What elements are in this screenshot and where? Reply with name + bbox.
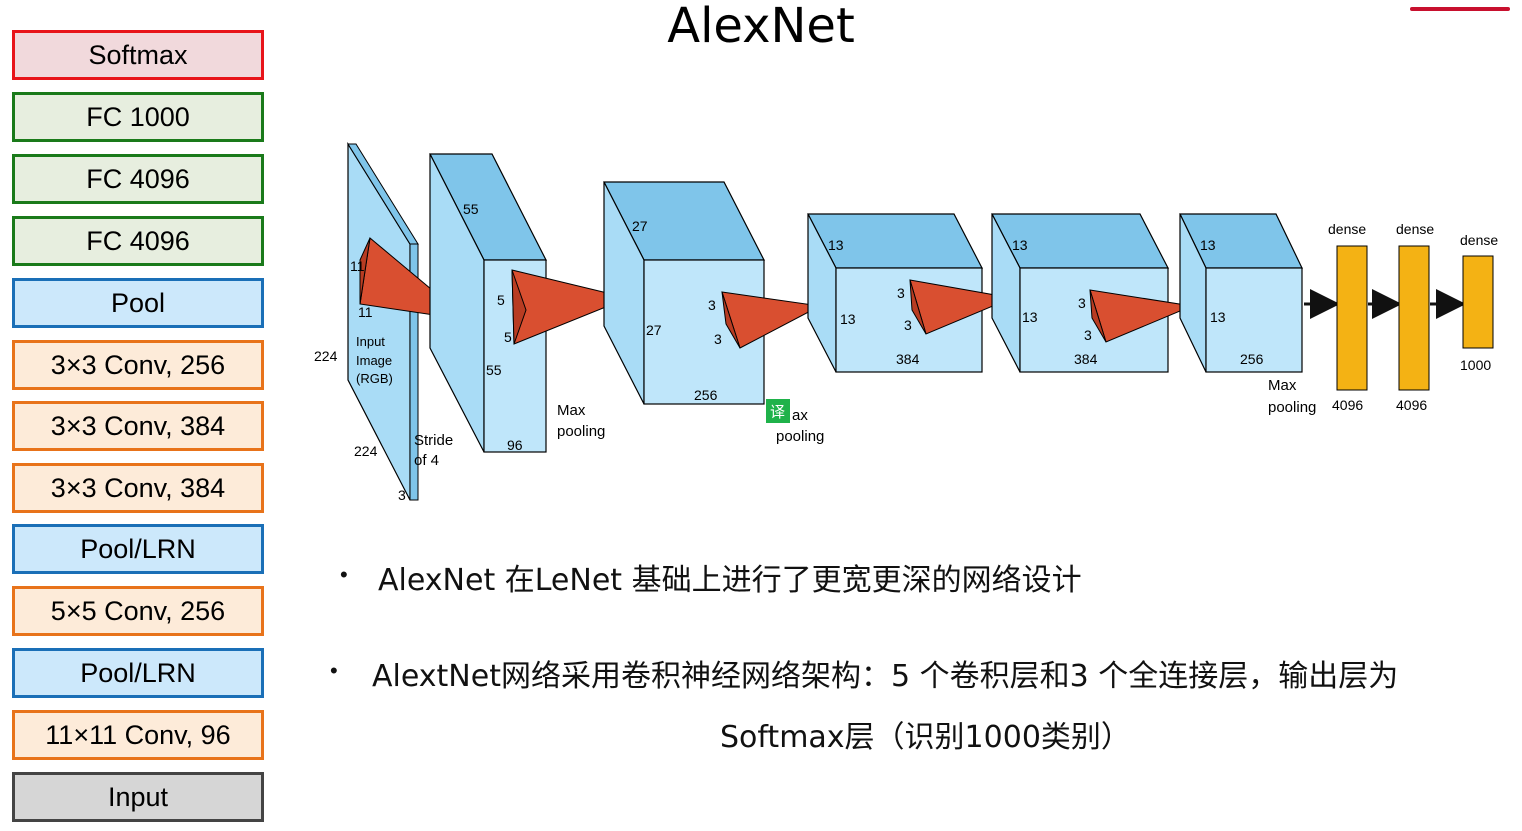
- conv1-kernel-w: 5: [497, 292, 505, 308]
- dense2-size: 4096: [1396, 397, 1427, 413]
- layer-box-softmax: Softmax: [12, 30, 264, 80]
- dense3-bar: [1462, 255, 1494, 349]
- conv1-size-top: 55: [463, 201, 479, 217]
- layer-box-pool: Pool: [12, 278, 264, 328]
- stride-label-line1: Stride: [414, 432, 453, 449]
- conv3-size-side: 13: [840, 311, 856, 327]
- dense1-size: 4096: [1332, 397, 1363, 413]
- conv2-size-top: 27: [632, 218, 648, 234]
- layer-box-fc: FC 4096: [12, 216, 264, 266]
- conv5-size-side: 13: [1210, 309, 1226, 325]
- conv2-size-side: 27: [646, 322, 662, 338]
- conv3-depth: 384: [896, 351, 920, 367]
- conv5-pool-line2: pooling: [1268, 399, 1316, 416]
- layer-box-conv: 3×3 Conv, 256: [12, 340, 264, 390]
- bullet-marker-1: •: [340, 562, 348, 587]
- conv3-kernel-h: 3: [904, 317, 912, 333]
- input-kernel-width: 11: [350, 258, 365, 274]
- input-label-line3: (RGB): [356, 371, 393, 386]
- conv1-size-side: 55: [486, 362, 502, 378]
- dense2-bar: [1398, 245, 1430, 391]
- bullet-marker-2: •: [330, 658, 338, 683]
- conv1-depth: 96: [507, 437, 523, 453]
- input-label-line1: Input: [356, 334, 385, 349]
- dense2-label: dense: [1396, 221, 1434, 237]
- conv2-kernel-w: 3: [708, 297, 716, 313]
- conv4-kernel-w: 3: [1078, 295, 1086, 311]
- conv2-pool-line1: ax: [792, 407, 808, 424]
- conv2-kernel-h: 3: [714, 331, 722, 347]
- input-height: 224: [314, 348, 338, 364]
- conv4-depth: 384: [1074, 351, 1098, 367]
- stride-label-line2: of 4: [414, 452, 439, 469]
- conv5-size-top: 13: [1200, 237, 1216, 253]
- dense3-size: 1000: [1460, 357, 1491, 373]
- bullet-2-line2: Softmax层（识别1000类别）: [720, 720, 1131, 755]
- conv3-kernel: [909, 279, 1014, 335]
- dense1-bar: [1336, 245, 1368, 391]
- conv2-depth: 256: [694, 387, 718, 403]
- conv5-pool-line1: Max: [1268, 377, 1297, 394]
- bullet-1: AlexNet 在LeNet 基础上进行了更宽更深的网络设计: [378, 563, 1082, 598]
- conv2-pool-line2: pooling: [776, 428, 824, 445]
- layer-box-conv: 3×3 Conv, 384: [12, 401, 264, 451]
- conv2-block: [603, 181, 765, 405]
- conv1-pool-line2: pooling: [557, 423, 605, 440]
- conv3-size-top: 13: [828, 237, 844, 253]
- conv1-kernel-h: 5: [504, 329, 512, 345]
- conv4-size-side: 13: [1022, 309, 1038, 325]
- dense1-label: dense: [1328, 221, 1366, 237]
- layer-box-input: Input: [12, 772, 264, 822]
- input-kernel-height: 11: [358, 304, 373, 320]
- bullet-2-line1: AlextNet网络采用卷积神经网络架构：5 个卷积层和3 个全连接层，输出层为: [372, 659, 1399, 694]
- layer-box-fc: FC 4096: [12, 154, 264, 204]
- alexnet-architecture-diagram: 11 11 224 224 3 Input Image (RGB) Stride…: [314, 141, 1498, 503]
- conv4-kernel: [1089, 289, 1194, 343]
- conv2-kernel: [721, 291, 822, 349]
- conv3-kernel-w: 3: [897, 285, 905, 301]
- layer-box-fc: FC 1000: [12, 92, 264, 142]
- input-width: 224: [354, 443, 378, 459]
- conv1-kernel: [511, 269, 630, 345]
- conv1-pool-line1: Max: [557, 402, 586, 419]
- layer-box-conv: 5×5 Conv, 256: [12, 586, 264, 636]
- input-label-line2: Image: [356, 353, 392, 368]
- slide-title: AlexNet: [667, 0, 855, 54]
- input-depth: 3: [398, 487, 406, 503]
- logo-fragment: [1402, 0, 1522, 11]
- layer-box-conv: 3×3 Conv, 384: [12, 463, 264, 513]
- conv5-block: [1179, 213, 1303, 373]
- conv4-size-top: 13: [1012, 237, 1028, 253]
- layer-box-pool: Pool/LRN: [12, 648, 264, 698]
- conv5-depth: 256: [1240, 351, 1264, 367]
- conv4-kernel-h: 3: [1084, 327, 1092, 343]
- dense3-label: dense: [1460, 232, 1498, 248]
- translate-badge-text: 译: [770, 404, 785, 421]
- layer-box-pool: Pool/LRN: [12, 524, 264, 574]
- translate-badge[interactable]: [766, 399, 790, 423]
- layer-box-conv: 11×11 Conv, 96: [12, 710, 264, 760]
